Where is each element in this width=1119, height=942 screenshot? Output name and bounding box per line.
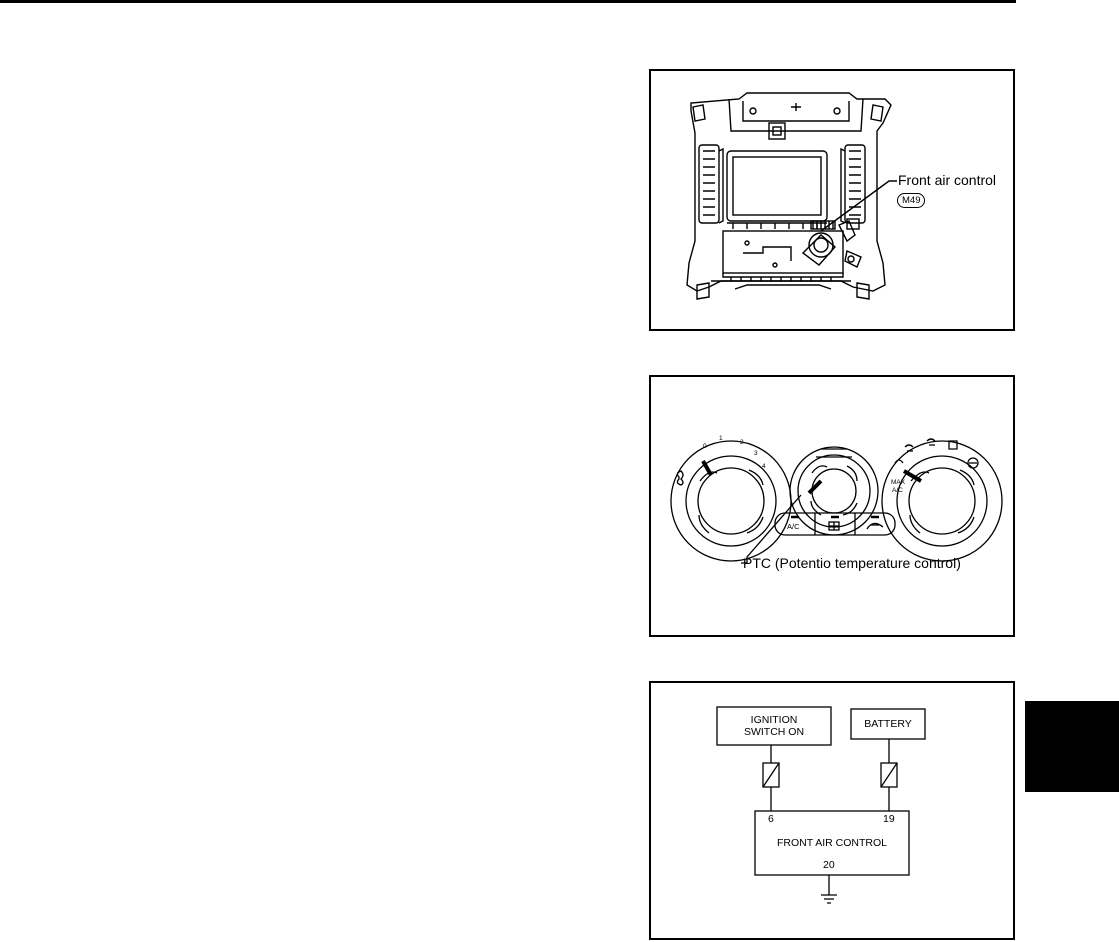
pin-20-label: 20 [823,859,835,871]
fuse-right [880,762,898,788]
ignition-box-line-2: SWITCH ON [743,726,805,738]
front-air-control-box [754,810,910,876]
ignition-box-line-1: IGNITION [750,714,798,726]
fan-scale-1: 1 [719,435,723,442]
circuit-diagram [716,706,926,904]
fan-scale-2: 2 [740,439,744,446]
battery-box-label: BATTERY [864,718,912,730]
ac-button-label: A/C [787,522,800,531]
fan-scale-0: 0 [703,443,707,450]
callout-ptc: PTC (Potentio temperature control) [743,555,961,571]
control-panel-illustration [670,438,1003,564]
section-index-tab [1025,701,1119,792]
fuse-left [762,762,780,788]
instrument-panel-illustration [686,92,897,300]
fan-knob [670,440,792,562]
battery-box [850,708,926,740]
mode-scale-ac: A/C [892,487,903,494]
callout-front-air-control: Front air control [898,172,997,188]
mode-knob [881,440,1003,562]
front-air-control-box-label: FRONT AIR CONTROL [776,837,888,849]
callout-leader-line [741,494,802,564]
ignition-switch-box [716,706,832,746]
figure-ptc-location: 0 1 2 3 4 MAX A/C A/C PTC (Potentio temp… [649,375,1015,637]
mode-scale-max: MAX [891,479,906,486]
callout-leader-line [820,180,897,232]
header-rule [0,0,1016,3]
ignition-box-label: IGNITION SWITCH ON [717,714,831,738]
connector-tag-m49: M49 [897,193,926,208]
pin-6-label: 6 [768,813,774,825]
fan-scale-4: 4 [762,463,766,470]
fan-scale-3: 3 [754,450,758,457]
pin-19-label: 19 [883,813,895,825]
figure-power-circuit-diagram: IGNITION SWITCH ON BATTERY 6 19 FRONT AI… [649,681,1015,940]
figure-front-air-control-location: Front air control M49 [649,69,1015,331]
ground-symbol [821,894,837,904]
